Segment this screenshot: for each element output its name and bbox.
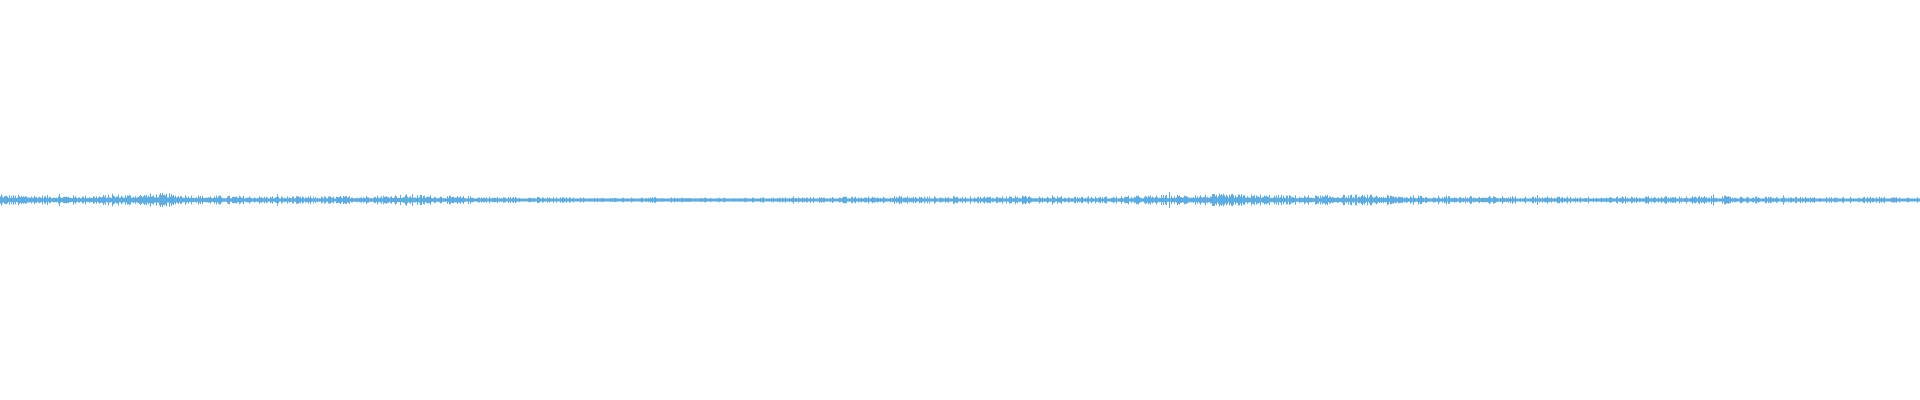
waveform-samples	[0, 191, 1920, 209]
